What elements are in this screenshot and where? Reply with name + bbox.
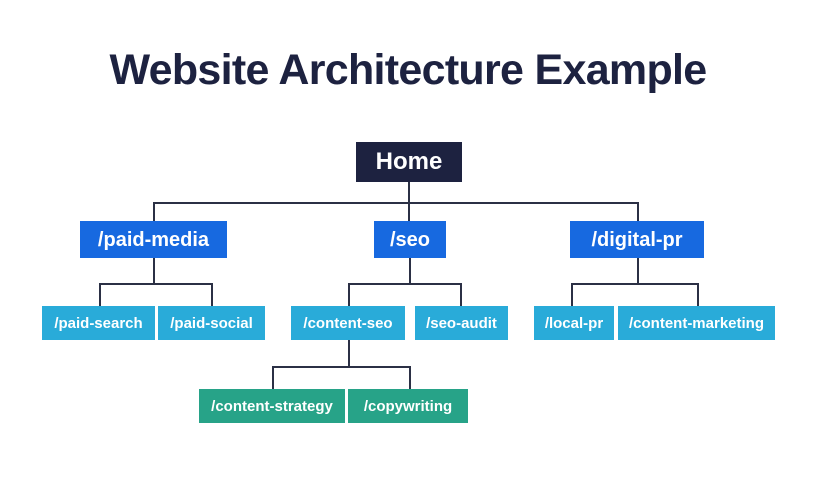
node-home[interactable]: Home (356, 142, 462, 182)
node-digital-pr[interactable]: /digital-pr (570, 221, 704, 258)
node-content-seo[interactable]: /content-seo (291, 306, 405, 340)
node-copywriting[interactable]: /copywriting (348, 389, 468, 423)
connector-to-content-seo (348, 283, 350, 306)
connector-to-copywriting (409, 366, 411, 389)
node-paid-media[interactable]: /paid-media (80, 221, 227, 258)
node-content-marketing-label: /content-marketing (628, 314, 764, 332)
node-home-label: Home (375, 148, 443, 175)
connector-digital-pr-bus (571, 283, 698, 285)
node-local-pr-label: /local-pr (544, 314, 604, 332)
connector-home-down (408, 182, 410, 203)
node-paid-media-label: /paid-media (97, 228, 210, 251)
page-title: Website Architecture Example (109, 46, 708, 94)
node-paid-search-label: /paid-search (54, 314, 143, 332)
connector-to-content-strategy (272, 366, 274, 389)
connector-seo-bus (348, 283, 462, 285)
node-content-strategy[interactable]: /content-strategy (199, 389, 345, 423)
node-paid-social-label: /paid-social (170, 314, 253, 332)
node-seo-label: /seo (389, 228, 431, 251)
node-local-pr[interactable]: /local-pr (534, 306, 614, 340)
connector-paid-media-down (153, 258, 155, 284)
connector-to-paid-search (99, 283, 101, 306)
node-seo-audit[interactable]: /seo-audit (415, 306, 508, 340)
node-seo[interactable]: /seo (374, 221, 446, 258)
node-content-strategy-label: /content-strategy (211, 397, 333, 415)
node-seo-audit-label: /seo-audit (426, 314, 497, 332)
connector-seo-down (409, 258, 411, 284)
connector-digital-pr-down (637, 258, 639, 284)
node-paid-social[interactable]: /paid-social (158, 306, 265, 340)
connector-content-seo-bus (272, 366, 410, 368)
connector-to-digital-pr (637, 202, 639, 221)
node-content-marketing[interactable]: /content-marketing (618, 306, 775, 340)
connector-to-paid-social (211, 283, 213, 306)
node-copywriting-label: /copywriting (363, 397, 453, 415)
node-content-seo-label: /content-seo (303, 314, 393, 332)
node-digital-pr-label: /digital-pr (591, 228, 683, 251)
connector-to-seo-audit (460, 283, 462, 306)
connector-paid-media-bus (99, 283, 213, 285)
connector-to-paid-media (153, 202, 155, 221)
connector-to-seo (408, 202, 410, 221)
node-paid-search[interactable]: /paid-search (42, 306, 155, 340)
connector-to-local-pr (571, 283, 573, 306)
connector-level1-bus (153, 202, 639, 204)
connector-content-seo-down (348, 340, 350, 367)
connector-to-content-marketing (697, 283, 699, 306)
